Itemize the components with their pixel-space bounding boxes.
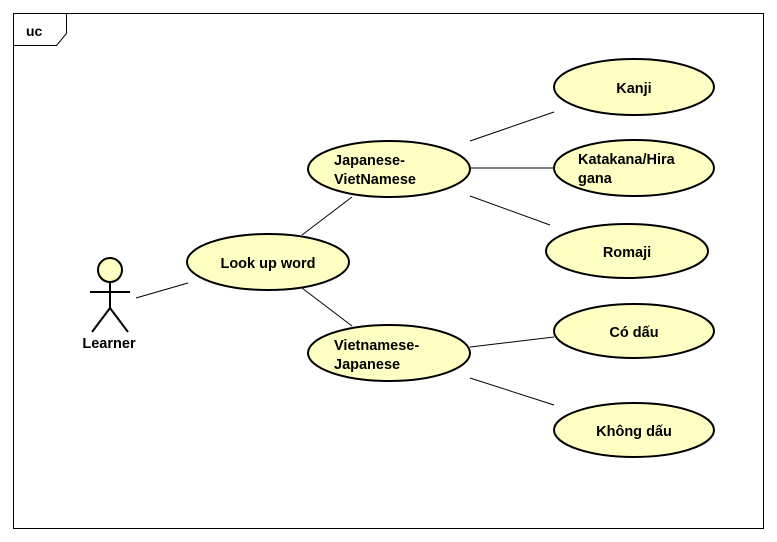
frame-label: uc — [26, 23, 43, 39]
frame-tab — [13, 13, 67, 46]
assoc-vnjp-codau — [469, 336, 555, 348]
assoc-jpvn-romaji — [469, 195, 551, 226]
use-case-khong-dau[interactable]: Không dấu — [553, 402, 715, 458]
use-case-label: Japanese- VietNamese — [334, 153, 416, 188]
use-case-katakana-hiragana[interactable]: Katakana/Hira gana — [553, 139, 715, 197]
actor-label: Learner — [82, 336, 136, 352]
actor-left-leg — [91, 307, 111, 333]
use-case-label: Look up word — [220, 256, 315, 272]
use-case-label: Kanji — [616, 81, 651, 97]
use-case-label: Không dấu — [596, 424, 672, 440]
assoc-jpvn-kanji — [469, 111, 555, 142]
use-case-look-up-word[interactable]: Look up word — [186, 233, 350, 291]
use-case-vietnamese-japanese[interactable]: Vietnamese- Japanese — [307, 324, 471, 382]
use-case-romaji[interactable]: Romaji — [545, 223, 709, 279]
use-case-label: Romaji — [603, 245, 651, 261]
assoc-lookup-vnjp — [301, 287, 353, 327]
assoc-learner-lookup — [135, 282, 189, 299]
actor-learner[interactable]: Learner — [82, 257, 136, 352]
actor-head — [97, 257, 123, 283]
use-case-label: Katakana/Hira gana — [578, 152, 679, 187]
use-case-label: Vietnamese- Japanese — [334, 338, 423, 373]
actor-right-leg — [109, 307, 129, 333]
assoc-vnjp-khongdau — [469, 377, 555, 406]
use-case-kanji[interactable]: Kanji — [553, 58, 715, 116]
diagram-frame — [13, 13, 764, 529]
use-case-co-dau[interactable]: Có dấu — [553, 303, 715, 359]
associations — [135, 111, 555, 406]
use-case-japanese-vietnamese[interactable]: Japanese- VietNamese — [307, 140, 471, 198]
assoc-lookup-jpvn — [301, 196, 353, 236]
use-case-label: Có dấu — [609, 325, 658, 341]
